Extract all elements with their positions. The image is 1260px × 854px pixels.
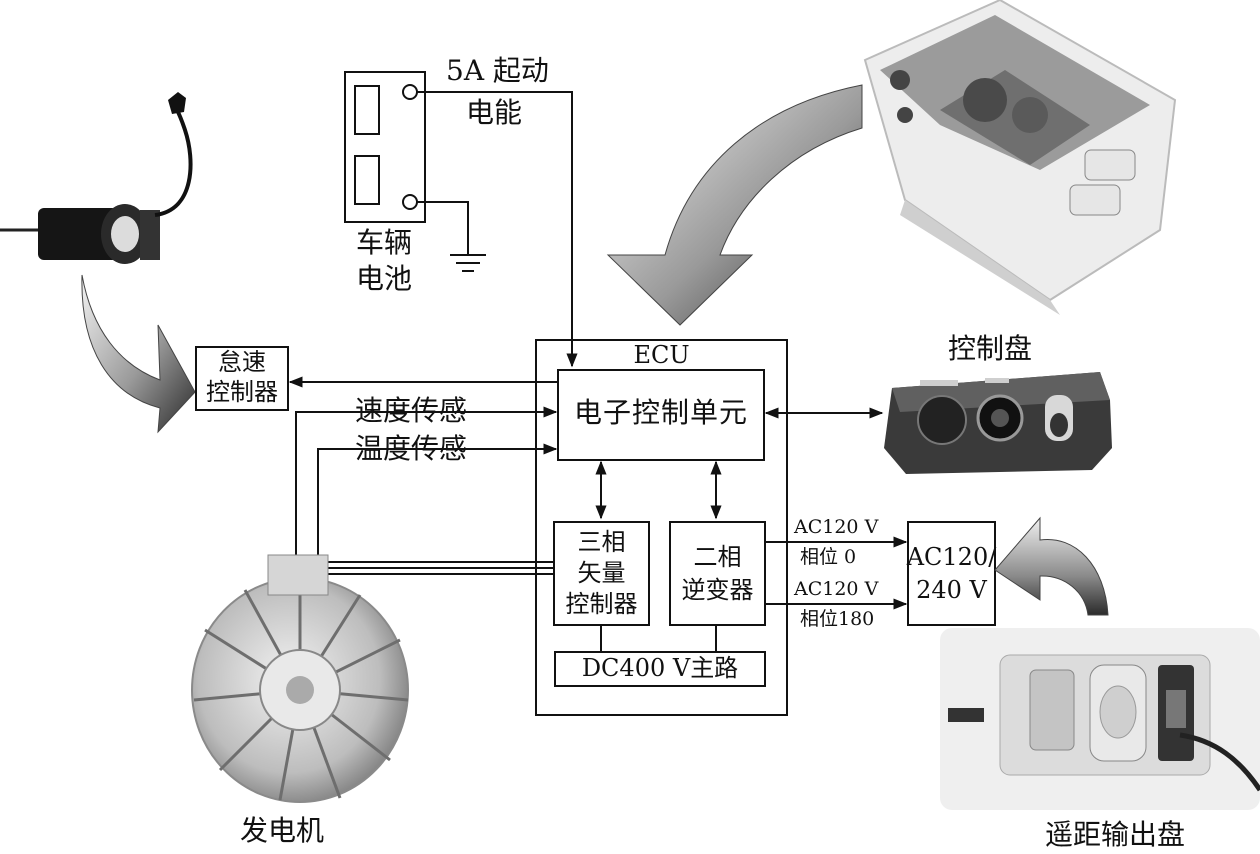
remote-panel-to-ac-arrow	[994, 516, 1109, 616]
idle-controller-label-1: 怠速	[218, 348, 266, 376]
idle-controller-label-2: 控制器	[206, 378, 278, 406]
phase180-label: 相位180	[800, 608, 875, 630]
start-power-label-2: 电能	[466, 96, 523, 129]
phase0-label: 相位 0	[800, 546, 857, 568]
vehicle-battery-label-2: 电池	[356, 262, 413, 295]
control-panel-photo-icon	[884, 372, 1112, 474]
ecu-box	[535, 339, 788, 716]
two-phase-label-1: 二相	[693, 543, 742, 571]
sensor-to-idle-arrow	[81, 274, 196, 434]
three-phase-label-1: 三相	[577, 528, 626, 556]
start-power-label-1: 5A 起动	[446, 54, 549, 87]
three-phase-label-3: 控制器	[565, 590, 638, 618]
dc-bus-label: DC400 V主路	[581, 654, 739, 682]
control-panel-label: 控制盘	[948, 332, 1033, 365]
ac-output-box	[907, 521, 996, 626]
ecu-label: ECU	[633, 341, 690, 369]
ecu-unit-label: 电子控制单元	[573, 396, 748, 429]
ac-bottom-label: AC120 V	[794, 578, 879, 600]
speed-sense-label: 速度传感	[355, 394, 468, 427]
vehicle-battery-label-1: 车辆	[356, 226, 413, 259]
temp-sense-label: 温度传感	[355, 432, 468, 465]
remote-output-panel-photo-icon	[940, 628, 1260, 810]
ac-top-label: AC120 V	[794, 516, 879, 538]
ecu-photo-to-ecu-arrow	[606, 84, 863, 326]
two-phase-label-2: 逆变器	[681, 576, 754, 604]
three-phase-label-2: 矢量	[577, 559, 626, 587]
remote-panel-label: 遥距输出盘	[1045, 818, 1186, 851]
speed-sensor-photo-icon	[0, 92, 193, 264]
ecu-unit-box	[557, 369, 765, 461]
ecu-enclosure-photo-icon	[863, 0, 1177, 315]
three-phase-controller-box	[553, 521, 650, 626]
idle-controller-box	[195, 346, 289, 411]
ac-output-label-1: AC120/	[906, 543, 997, 571]
ac-output-label-2: 240 V	[916, 576, 987, 604]
dc-bus-box	[554, 651, 766, 687]
generator-photo-icon	[191, 554, 409, 803]
two-phase-inverter-box	[669, 521, 766, 626]
vehicle-battery-icon	[344, 71, 426, 223]
generator-label: 发电机	[240, 814, 325, 847]
